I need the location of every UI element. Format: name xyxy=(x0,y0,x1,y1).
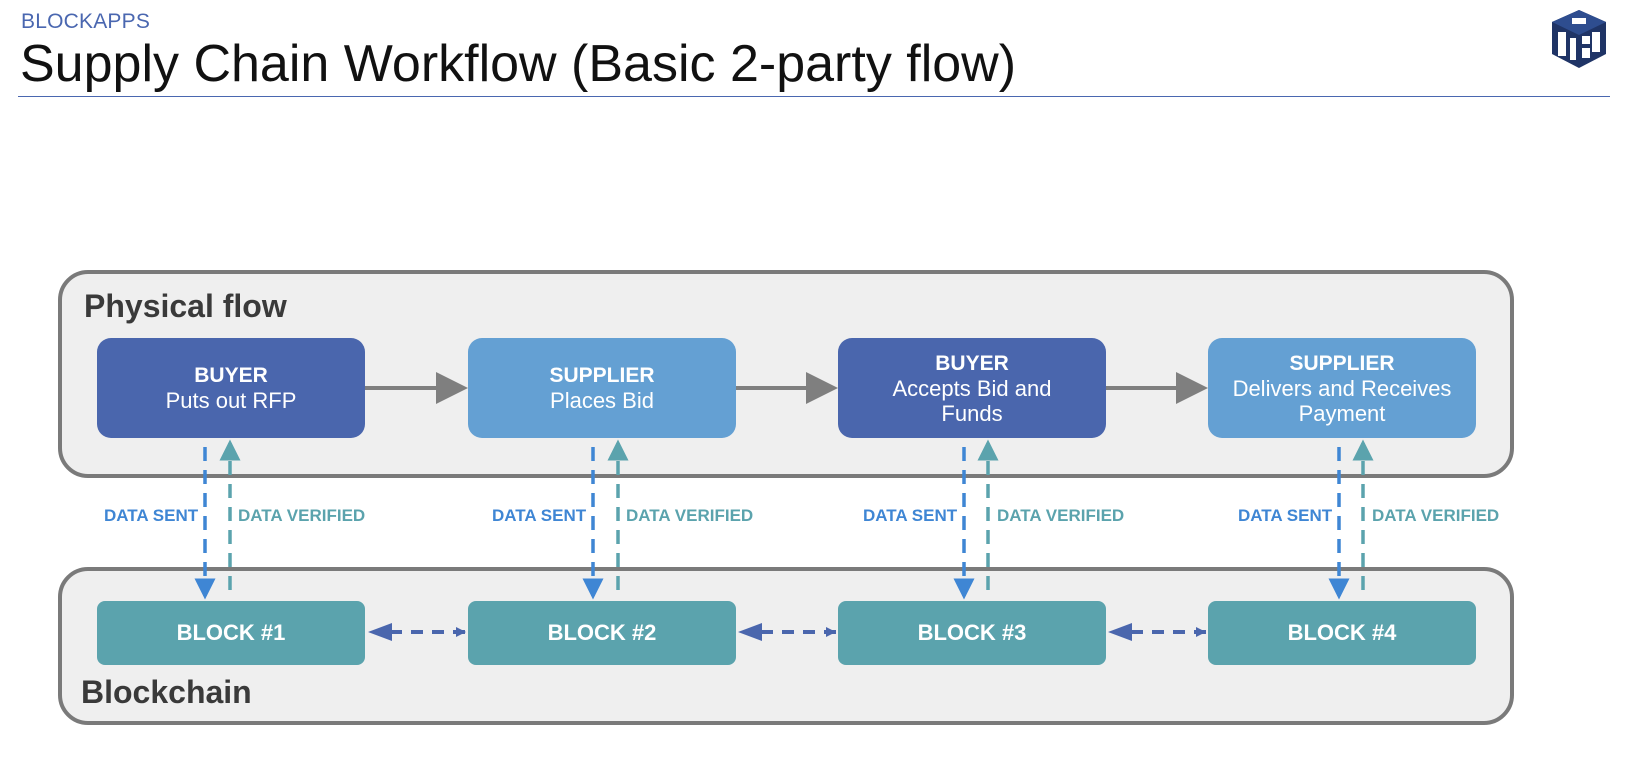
step-action: Puts out RFP xyxy=(165,388,297,413)
data-verified-label-3: DATA VERIFIED xyxy=(997,506,1125,525)
blockchain-label: Blockchain xyxy=(81,674,252,710)
step-action: Places Bid xyxy=(550,388,654,413)
blockapps-logo-icon xyxy=(1552,10,1606,68)
block-3: BLOCK #3 xyxy=(838,601,1106,665)
data-sent-label-2: DATA SENT xyxy=(492,506,587,525)
step-role: SUPPLIER xyxy=(549,364,655,387)
step-supplier-delivers: SUPPLIER Delivers and Receives Payment xyxy=(1208,338,1476,438)
data-verified-label-2: DATA VERIFIED xyxy=(626,506,754,525)
step-action: Accepts Bid and Funds xyxy=(892,375,1052,426)
block-1: BLOCK #1 xyxy=(97,601,365,665)
data-verified-label-4: DATA VERIFIED xyxy=(1372,506,1500,525)
block-4: BLOCK #4 xyxy=(1208,601,1476,665)
step-role: BUYER xyxy=(935,351,1009,375)
physical-flow-label: Physical flow xyxy=(84,288,287,324)
page-title: Supply Chain Workflow (Basic 2-party flo… xyxy=(20,35,1017,93)
step-buyer-accepts: BUYER Accepts Bid and Funds xyxy=(838,338,1106,438)
title-divider xyxy=(18,96,1610,97)
data-sent-label-3: DATA SENT xyxy=(863,506,958,525)
step-role: BUYER xyxy=(194,364,268,387)
step-buyer-rfp: BUYER Puts out RFP xyxy=(97,338,365,438)
brand-name: BLOCKAPPS xyxy=(21,10,151,33)
data-sent-label-1: DATA SENT xyxy=(104,506,199,525)
data-sent-label-4: DATA SENT xyxy=(1238,506,1333,525)
step-action: Delivers and Receives Payment xyxy=(1232,375,1452,426)
data-verified-label-1: DATA VERIFIED xyxy=(238,506,366,525)
step-supplier-bid: SUPPLIER Places Bid xyxy=(468,338,736,438)
block-2: BLOCK #2 xyxy=(468,601,736,665)
step-role: SUPPLIER xyxy=(1289,351,1395,375)
